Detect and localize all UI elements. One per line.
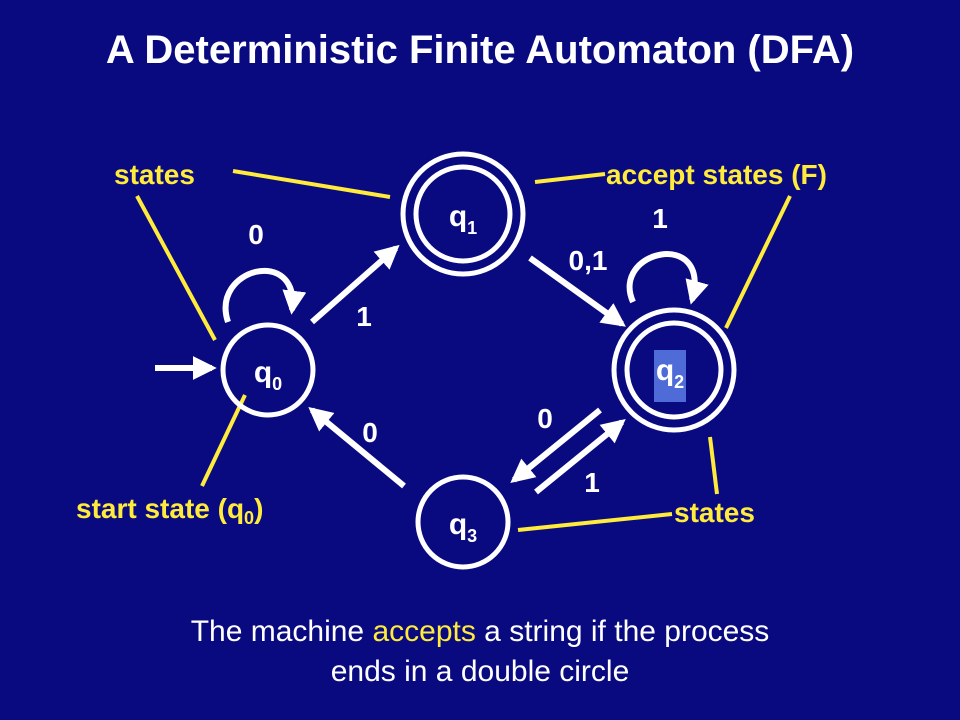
accept-states-annotation: accept states (F) — [606, 159, 827, 190]
state-q2-outer-circle — [611, 307, 737, 433]
accept-pointer-q2 — [724, 195, 792, 329]
state-q1-outer-circle — [400, 151, 526, 277]
q3-to-q0-arrow — [308, 406, 406, 489]
start-state-annotation: start state (q0) — [76, 493, 263, 528]
q3-to-q2-arrow — [534, 418, 626, 495]
state-q2-label: q2 — [656, 354, 684, 392]
caption-line-1: The machine accepts a string if the proc… — [190, 615, 770, 648]
q0-self-loop-arrow — [222, 268, 307, 323]
state-q3-circle — [415, 474, 511, 570]
q0-to-q1-label: 1 — [356, 301, 372, 332]
states-left-annotation: states — [114, 159, 195, 190]
q2-self-loop-label: 1 — [652, 203, 668, 234]
state-q1-label: q1 — [449, 200, 477, 238]
q2-self-loop-arrow — [626, 251, 709, 305]
state-q0-circle — [220, 322, 316, 418]
caption-highlight: accepts — [372, 615, 476, 648]
q1-to-q2-label: 0,1 — [569, 245, 608, 276]
state-circles — [220, 151, 737, 570]
caption: The machine accepts a string if the proc… — [0, 612, 960, 692]
state-q2-inner-circle — [624, 320, 724, 420]
states-left-pointer-q1 — [232, 169, 391, 199]
state-q0-label: q0 — [254, 356, 282, 394]
states-left-pointer-q0 — [135, 195, 217, 341]
q2-to-q3-arrow — [510, 407, 602, 484]
q3-to-q2-label: 1 — [584, 467, 600, 498]
slide-title: A Deterministic Finite Automaton (DFA) — [105, 28, 855, 72]
accept-pointer-q1 — [534, 172, 606, 184]
state-q3-label: q3 — [449, 508, 477, 546]
states-right-pointer-q3 — [517, 512, 673, 532]
annotation-lines — [135, 169, 792, 532]
transition-arrows — [155, 244, 709, 495]
q0-to-q1-arrow — [310, 244, 400, 325]
q3-to-q0-label: 0 — [362, 417, 378, 448]
states-right-annotation: states — [674, 497, 755, 528]
caption-line-2: ends in a double circle — [330, 655, 630, 688]
q0-self-loop-label: 0 — [248, 219, 264, 250]
q2-to-q3-label: 0 — [537, 403, 553, 434]
state-q1-inner-circle — [413, 164, 513, 264]
q2-highlight — [654, 350, 686, 402]
states-right-pointer-q2 — [708, 436, 719, 495]
q1-to-q2-arrow — [528, 255, 626, 327]
start-state-pointer — [200, 394, 247, 487]
